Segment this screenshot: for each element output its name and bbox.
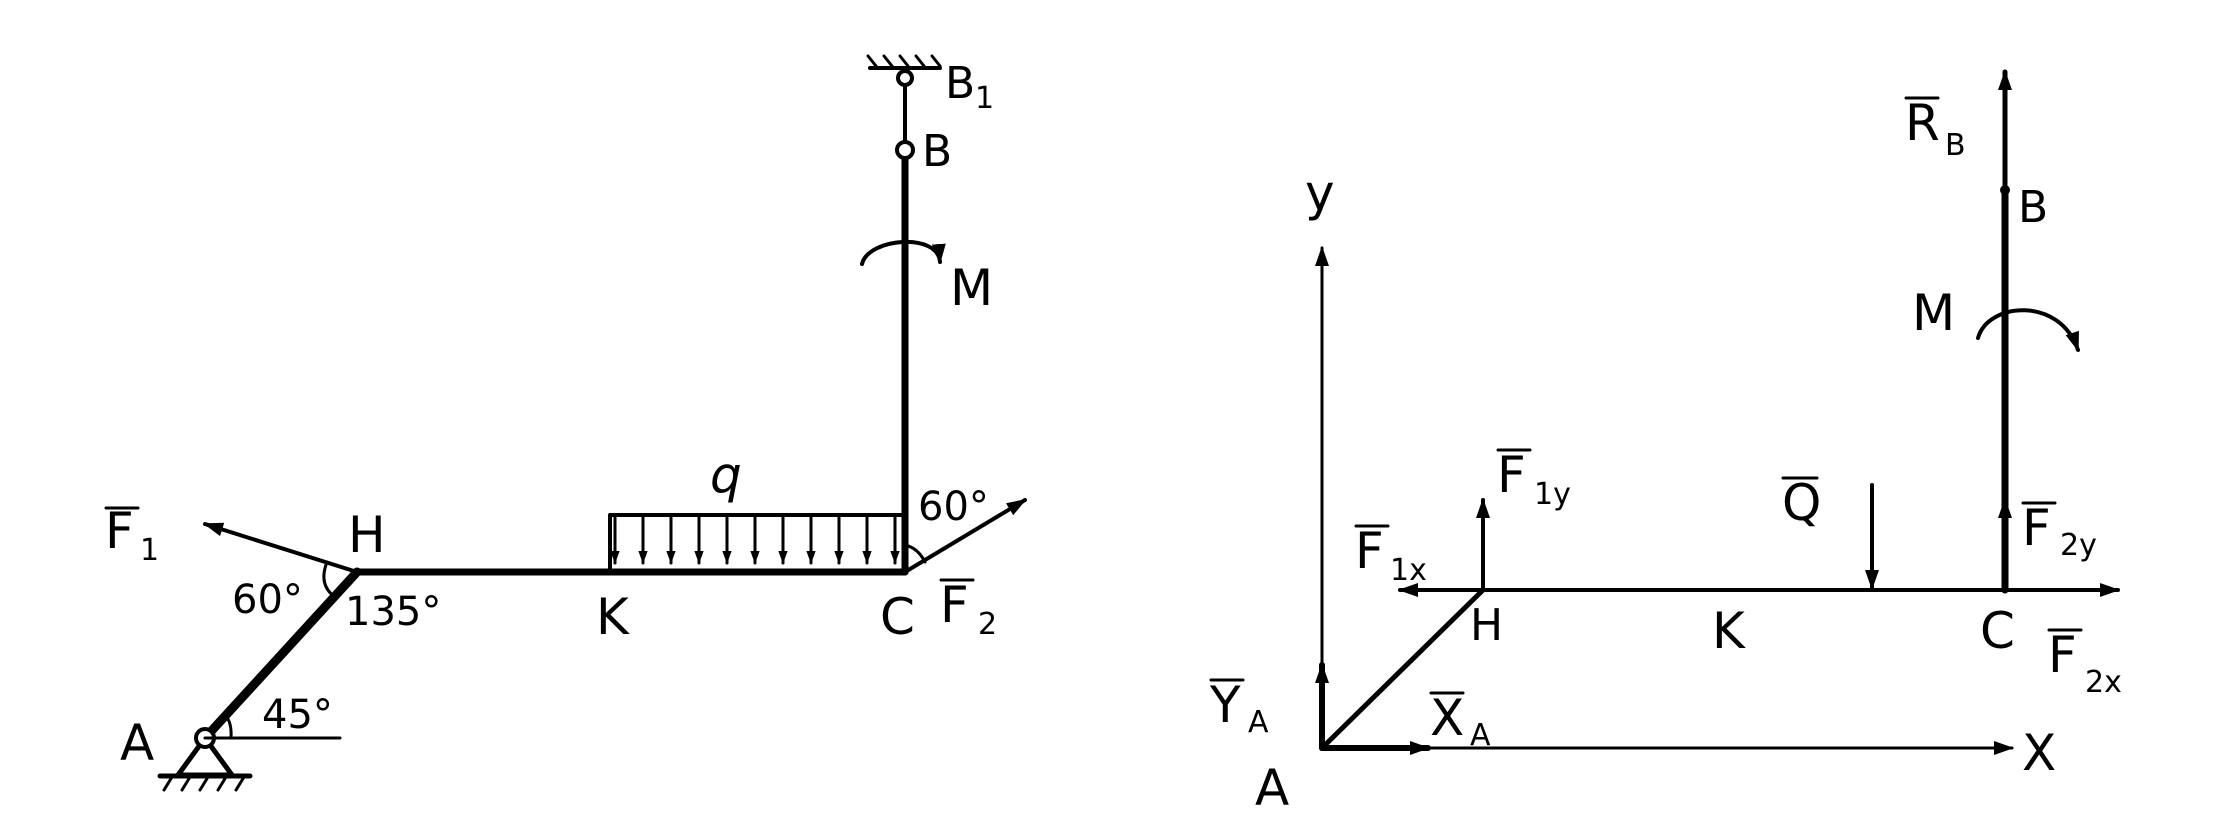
right-diagram: y X A H K C B M R B Y A X A F 1x F 1y Q … [1209,69,2122,817]
label-A-right: A [1255,759,1289,817]
moment-M-arrow [860,240,946,266]
label-M-right: M [1912,284,1955,342]
label-B-right: B [2018,182,2048,233]
label-F1y-sub: 1y [1534,477,1571,512]
moment-M-arrow-right [1976,308,2080,352]
label-M-left: M [950,259,993,317]
hinge-B [895,140,915,160]
label-K-right: K [1712,602,1746,660]
fixed-support-B1 [866,54,942,87]
label-y-axis: y [1305,164,1335,222]
label-angle-60-H: 60° [232,577,303,623]
label-C-left: C [880,588,915,646]
angle-arc-60-C [903,543,927,564]
label-Q: Q [1782,474,1821,532]
left-diagram: F 1 H 60° 135° 45° A K q 60° C F 2 M B B… [104,54,1027,792]
label-F2-sub: 2 [978,607,997,642]
member-AH-right [1319,587,1486,751]
label-H-right: H [1470,600,1503,651]
label-F1x-sub: 1x [1390,553,1427,588]
label-angle-45: 45° [262,692,333,738]
label-F1-main: F [105,502,134,560]
label-B1-main: B [945,58,975,109]
label-RB-main: R [1905,94,1940,152]
label-XA-main: X [1430,689,1464,747]
label-q: q [710,446,742,504]
angle-arc-60-H [322,560,337,599]
label-A-left: A [120,714,154,772]
label-F2y-sub: 2y [2060,528,2097,563]
label-C-right: C [1980,602,2015,660]
label-XA-sub: A [1470,718,1491,753]
label-RB-sub: B [1945,128,1966,163]
label-F2x-main: F [2048,626,2077,684]
label-K-left: K [596,588,630,646]
label-F1y-main: F [1497,446,1526,504]
label-F1-sub: 1 [140,533,159,568]
label-x-axis: X [2022,724,2056,782]
label-B1-sub: 1 [975,81,994,116]
label-B-left: B [922,126,952,177]
label-angle-60-C: 60° [918,484,989,530]
angle-arc-45-A [223,713,233,740]
label-angle-135: 135° [345,589,441,635]
force-F1-arrow [203,522,359,574]
label-F2y-main: F [2022,499,2051,557]
member-AH [200,567,362,743]
label-F2-main: F [940,576,969,634]
distributed-load [608,513,907,574]
label-F1x-main: F [1355,522,1384,580]
label-F2x-sub: 2x [2085,665,2122,700]
label-YA-main: Y [1209,676,1241,734]
label-YA-sub: A [1248,705,1269,740]
label-H-left: H [348,506,386,564]
